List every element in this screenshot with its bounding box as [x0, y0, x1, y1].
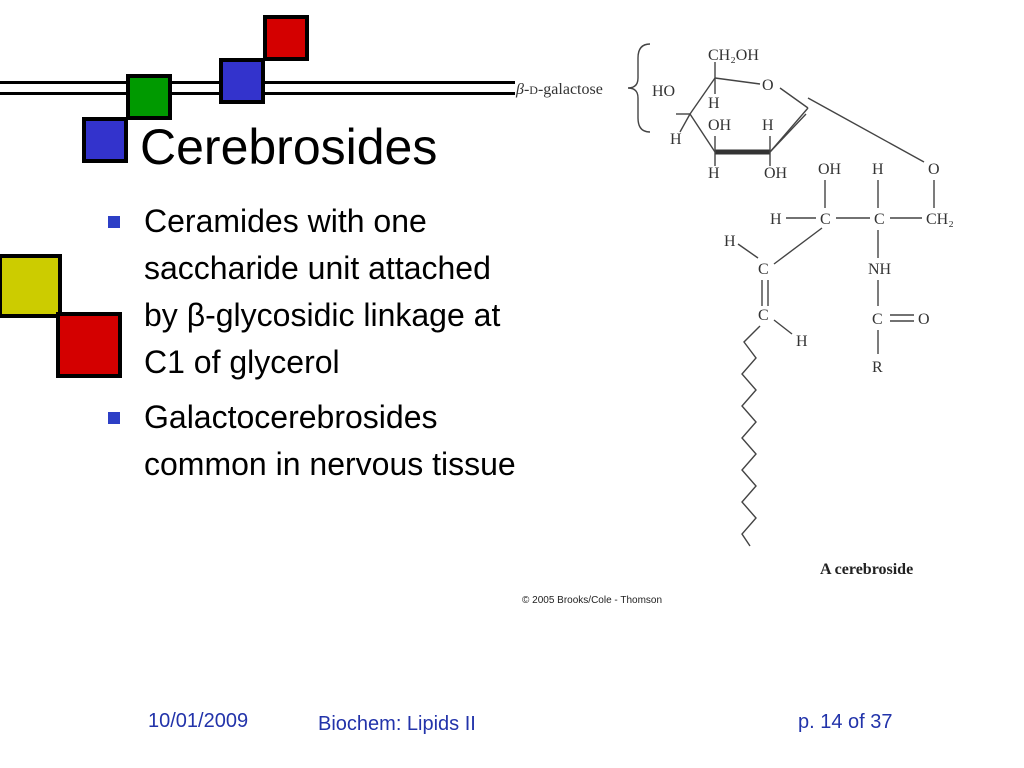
slide-title: Cerebrosides — [140, 119, 438, 175]
bond — [714, 77, 761, 85]
atom-label: HO — [652, 83, 675, 100]
atom-label: H — [708, 165, 720, 182]
atom-label: H — [670, 131, 682, 148]
footer-date: 10/01/2009 — [148, 710, 249, 732]
atom-label: C — [874, 211, 885, 228]
decor-square-red-top — [263, 15, 309, 61]
bond — [769, 113, 807, 153]
atom-label: H — [796, 333, 808, 350]
decor-square-blue-mid — [219, 58, 265, 104]
atom-label: CH₂ — [926, 211, 954, 228]
square-bullet-icon — [108, 412, 120, 424]
bullet-list: Ceramides with one saccharide unit attac… — [106, 198, 526, 496]
bond — [807, 97, 925, 163]
atom-label: C — [758, 307, 769, 324]
hydrocarbon-tail — [741, 325, 761, 547]
atom-label: R — [872, 359, 883, 376]
footer-course: Biochem: Lipids II — [318, 713, 476, 735]
decor-square-yellow — [0, 254, 62, 318]
figure-credit: © 2005 Brooks/Cole - Thomson — [522, 595, 662, 606]
bullet-text: Galactocerebrosides common in nervous ti… — [144, 399, 516, 482]
decor-square-green — [126, 74, 172, 120]
bond — [773, 227, 823, 265]
figure-caption: A cerebroside — [820, 561, 913, 578]
atom-label: H — [762, 117, 774, 134]
atom-label: H — [708, 95, 720, 112]
atom-label: NH — [868, 261, 892, 278]
bond — [689, 113, 716, 153]
square-bullet-icon — [108, 216, 120, 228]
atom-label: H — [770, 211, 782, 228]
galactose-group-label: β-D-galactose — [515, 81, 603, 98]
atom-label: C — [820, 211, 831, 228]
decor-square-red-bottom — [56, 312, 122, 378]
atom-label: C — [872, 311, 883, 328]
bullet-item: Ceramides with one saccharide unit attac… — [106, 198, 526, 386]
bullet-text: Ceramides with one saccharide unit attac… — [144, 203, 501, 380]
bond — [689, 77, 716, 115]
atom-label: C — [758, 261, 769, 278]
cerebroside-structure-diagram: β-D-galactose CH₂OH O HO H OH H H H OH O… — [515, 43, 954, 606]
atom-label: O — [762, 77, 774, 94]
atom-label: OH — [818, 161, 842, 178]
atom-label: OH — [708, 117, 732, 134]
curly-brace — [627, 43, 651, 133]
atom-label: O — [928, 161, 940, 178]
atom-label: O — [918, 311, 930, 328]
decor-square-blue-left — [82, 117, 128, 163]
footer-page-number: p. 14 of 37 — [798, 711, 893, 733]
atom-label: H — [872, 161, 884, 178]
bond — [779, 87, 809, 109]
bond — [737, 243, 759, 259]
bullet-item: Galactocerebrosides common in nervous ti… — [106, 394, 526, 488]
bond — [679, 113, 691, 133]
atom-label: H — [724, 233, 736, 250]
atom-label: OH — [764, 165, 788, 182]
bond — [773, 319, 793, 335]
atom-label: CH₂OH — [708, 47, 759, 64]
